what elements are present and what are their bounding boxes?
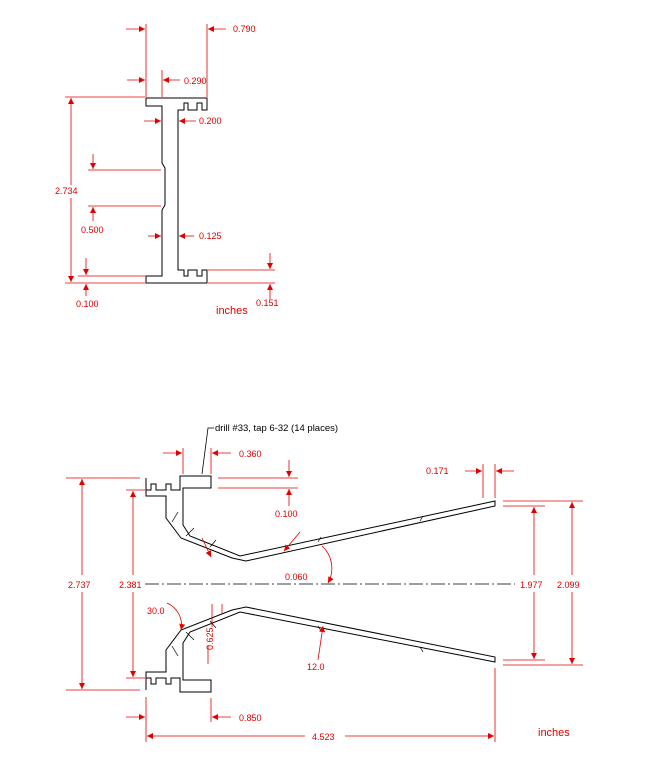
dim-label-0171: 0.171 [426,466,449,476]
dim-label-0360: 0.360 [239,449,262,459]
bottom-figure: drill #33, tap 6-32 (14 places) 0.360 0.… [66,423,583,742]
dim-label-0625: 0.625 [205,627,215,650]
dim-label-120: 12.0 [307,662,325,672]
top-dimension-lines [65,24,275,299]
dim-label-2734: 2.734 [55,186,78,196]
bottom-units-label: inches [538,727,570,739]
dim-label-0290: 0.290 [184,76,207,86]
dim-label-0151: 0.151 [256,298,279,308]
dim-label-0100b: 0.100 [275,509,298,519]
dim-label-0125: 0.125 [199,231,222,241]
dim-label-2737: 2.737 [68,580,91,590]
dim-label-300: 30.0 [147,606,165,616]
dim-label-4523: 4.523 [312,732,335,742]
dim-label-0100: 0.100 [76,299,99,309]
top-units-label: inches [216,305,248,317]
bottom-profile-outline [145,475,496,693]
drill-note: drill #33, tap 6-32 (14 places) [215,423,338,434]
dim-label-2381: 2.381 [119,580,142,590]
top-figure: 0.790 0.290 0.200 2.734 0.500 0.125 0.10… [55,24,279,317]
top-profile-outline [145,97,208,284]
dim-label-0790: 0.790 [233,24,256,34]
bottom-dimension-lines [66,448,583,742]
drill-note-leader [201,427,214,475]
dim-label-2099: 2.099 [557,580,580,590]
dim-label-0200: 0.200 [199,116,222,126]
dim-label-0850: 0.850 [239,713,262,723]
dim-label-1977: 1.977 [520,580,543,590]
dim-label-0060: 0.060 [285,572,308,582]
dim-label-0500: 0.500 [81,225,104,235]
bottom-dimension-labels: drill #33, tap 6-32 (14 places) 0.360 0.… [68,423,580,742]
